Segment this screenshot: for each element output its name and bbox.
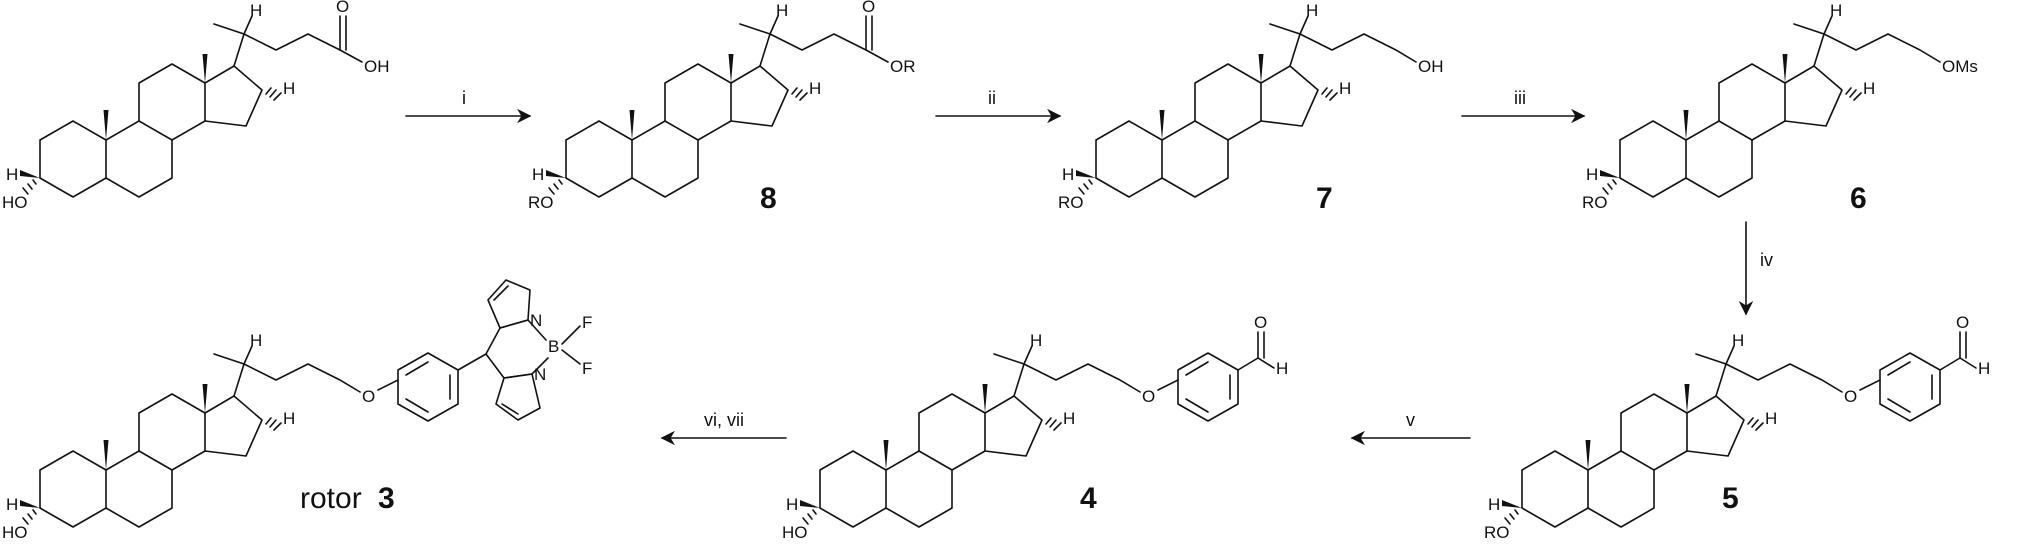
terminal-oh: OH — [1418, 57, 1444, 76]
step-vi-vii-arrow: vi, vii — [660, 410, 787, 446]
step-iii-arrow: iii — [1461, 88, 1586, 124]
ester-carbonyl-o: O — [862, 0, 875, 16]
bodipy-f-lower: F — [582, 359, 592, 378]
compound-8-number: 8 — [760, 182, 777, 215]
rotor-3: O N B F F N HO rotor 3 — [2, 279, 592, 542]
step-ii-label: ii — [988, 88, 996, 108]
ether-o: O — [1142, 387, 1155, 406]
bodipy-n-lower: N — [534, 365, 546, 384]
rotor-3-label: rotor 3 — [300, 482, 395, 515]
step-i-arrow: i — [405, 88, 532, 124]
rotor-word: rotor — [300, 482, 362, 515]
bodipy-core — [485, 279, 581, 421]
step-v-label: v — [1406, 410, 1415, 430]
compound-4-number: 4 — [1080, 482, 1097, 515]
compound-6: OMs RO 6 — [1582, 0, 1978, 215]
ester-or: OR — [890, 57, 916, 76]
compound-7-number: 7 — [1316, 182, 1333, 215]
compound-5: O O H RO 5 — [1484, 313, 1990, 542]
bodipy-b: B — [548, 337, 559, 356]
compound-8: O OR RO 8 — [528, 0, 916, 215]
compound-4: O O H HO 4 — [782, 313, 1288, 542]
c3-ro: RO — [528, 193, 554, 212]
c3-ho: HO — [782, 523, 808, 542]
step-ii-arrow: ii — [935, 88, 1062, 124]
terminal-oms: OMs — [1942, 57, 1978, 76]
acid-carbonyl-o: O — [336, 0, 349, 16]
step-iii-label: iii — [1514, 88, 1526, 108]
c3-ro: RO — [1484, 523, 1510, 542]
starting-material: O OH HO — [2, 0, 390, 212]
step-iv-label: iv — [1760, 250, 1773, 270]
bodipy-n-upper: N — [530, 311, 542, 330]
ether-o: O — [362, 387, 375, 406]
c3-ho: HO — [2, 523, 28, 542]
step-i-label: i — [462, 88, 466, 108]
compound-6-number: 6 — [1850, 182, 1867, 215]
c3-ro: RO — [1582, 193, 1608, 212]
c3-ro: RO — [1058, 193, 1084, 212]
c3-ho: HO — [2, 193, 28, 212]
acid-oh: OH — [364, 57, 390, 76]
aldehyde-h: H — [1978, 359, 1990, 378]
aldehyde-o: O — [1956, 313, 1969, 332]
step-v-arrow: v — [1350, 410, 1471, 446]
step-vi-vii-label: vi, vii — [704, 410, 744, 430]
compound-7: OH RO 7 — [1058, 0, 1444, 215]
compound-5-number: 5 — [1722, 482, 1739, 515]
aldehyde-h: H — [1276, 359, 1288, 378]
bodipy-f-upper: F — [582, 313, 592, 332]
rotor-number: 3 — [378, 482, 395, 515]
step-iv-arrow: iv — [1738, 221, 1773, 316]
ether-o: O — [1844, 387, 1857, 406]
aldehyde-o: O — [1254, 313, 1267, 332]
